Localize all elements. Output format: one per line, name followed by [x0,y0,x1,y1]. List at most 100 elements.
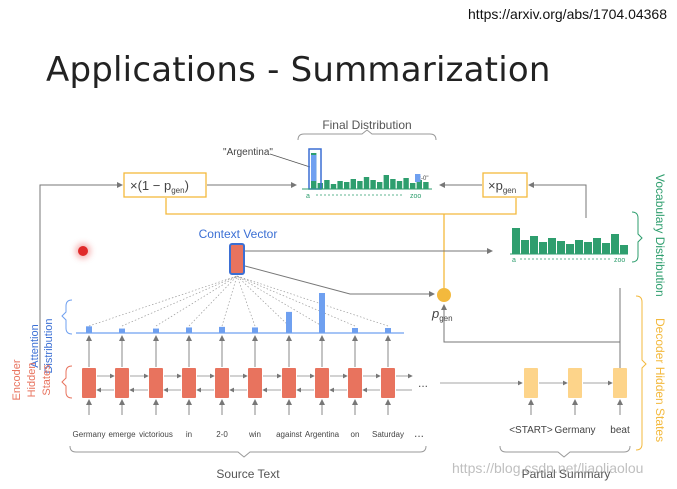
vocab-distribution-bars [512,228,628,254]
vocab-bracket [631,211,643,263]
final-bar [390,179,396,189]
final-bar [363,177,370,189]
encoder-label-line1: Encoder [11,359,23,400]
slide-title: Applications - Summarization [46,50,551,90]
vocab-bar [566,244,574,254]
final-bar [410,183,416,189]
encoder-cell [381,368,395,398]
source-url[interactable]: https://arxiv.org/abs/1704.04368 [468,6,667,22]
final-bar [357,181,363,189]
final-bar [396,181,403,189]
attention-bars [86,293,391,333]
final-bar [370,180,376,189]
vocab-bar [548,238,556,254]
attention-bar [286,311,292,333]
attention-bar [119,328,125,333]
pgen-box [482,172,528,198]
final-bar [383,175,389,189]
attention-bar [86,326,92,333]
attention-bar [319,293,325,333]
vocab-bar [521,240,529,254]
final-distribution-bracket [297,129,437,141]
final-bar [344,182,350,189]
attention-dotted-line [88,275,238,327]
encoder-cell [315,368,329,398]
pgen-label: pgen [431,306,453,323]
source-ellipsis: ... [414,426,424,440]
partial-summary-label: Partial Summary [522,467,611,481]
final-bar [324,180,330,189]
attention-dotted-line [236,275,323,327]
attention-dotted-line [236,275,356,327]
decoder-cell [524,368,538,398]
encoder-cell [182,368,196,398]
attention-bar [352,328,358,333]
final-bar [337,181,343,189]
encoder-cell [115,368,129,398]
vocab-bar [530,236,538,254]
vocabulary-distribution-label: Vocabulary Distribution [653,174,667,297]
final-attention-portion [311,155,317,181]
watermark: https://blog.csdn.net/liaoliaolou [452,460,644,476]
partial-summary-brace [499,445,631,458]
vocab-bar [611,234,619,254]
context-vector-label: Context Vector [199,227,278,241]
vocab-a-label: a [512,257,516,264]
final-a-label: a [306,193,310,200]
source-word: emerge [108,430,136,439]
attention-dotted-line [121,275,238,327]
attention-bar [385,328,391,333]
source-word: on [351,430,360,439]
encoder-cell [348,368,362,398]
decoder-bracket [635,295,647,451]
decoder-word: beat [610,425,630,436]
attention-dotted-line [236,275,256,327]
decoder-cells: <START>Germany beat [440,368,630,436]
final-bar [330,184,337,189]
source-word: Saturday [372,430,404,439]
vocab-to-right-box-arrow [528,182,587,218]
context-vector-cell [229,243,245,275]
attention-bracket [61,299,73,335]
source-word: victorious [139,430,173,439]
source-word: Germany [73,430,106,439]
source-word: win [248,430,261,439]
one-minus-pgen-box [123,172,207,198]
attention-to-left-box-arrow [39,182,123,370]
encoder-cell [82,368,96,398]
encoder-label-line2: Hidden [26,363,38,398]
laser-pointer-dot [78,246,88,256]
times-pgen-label: ×pgen [488,178,516,195]
final-distribution-bars [311,153,429,189]
encoder-cell [282,368,296,398]
pgen-gate-lines [165,198,517,215]
final-bar [403,178,409,189]
vocab-bar [575,240,583,254]
decoder-word: <START> [509,425,553,436]
decoder-hidden-states-label: Decoder Hidden States [653,318,667,442]
vocab-bar [539,242,547,254]
attention-dotted-line [236,275,290,327]
vocab-zoo-label: zoo [614,257,625,264]
one-minus-pgen-label: ×(1 − pgen) [130,178,189,195]
attention-bar [252,327,258,333]
two-zero-quote: "2-0" [416,176,429,182]
source-word: against [276,430,303,439]
context-to-pgen-arrow [244,265,435,297]
decoder-word: Germany [554,425,595,436]
encoder-cell [215,368,229,398]
source-text-label: Source Text [216,467,280,481]
encoder-cell [248,368,262,398]
final-bar [423,182,429,189]
vocab-bar [557,241,565,254]
final-bar [377,182,383,189]
vocab-bar [584,242,592,254]
attention-bar [186,327,192,333]
attention-dotted-line [188,275,238,327]
final-distribution-label: Final Distribution [322,118,411,132]
source-word: 2-0 [216,430,228,439]
encoder-cell [149,368,163,398]
final-zoo-label: zoo [410,193,421,200]
